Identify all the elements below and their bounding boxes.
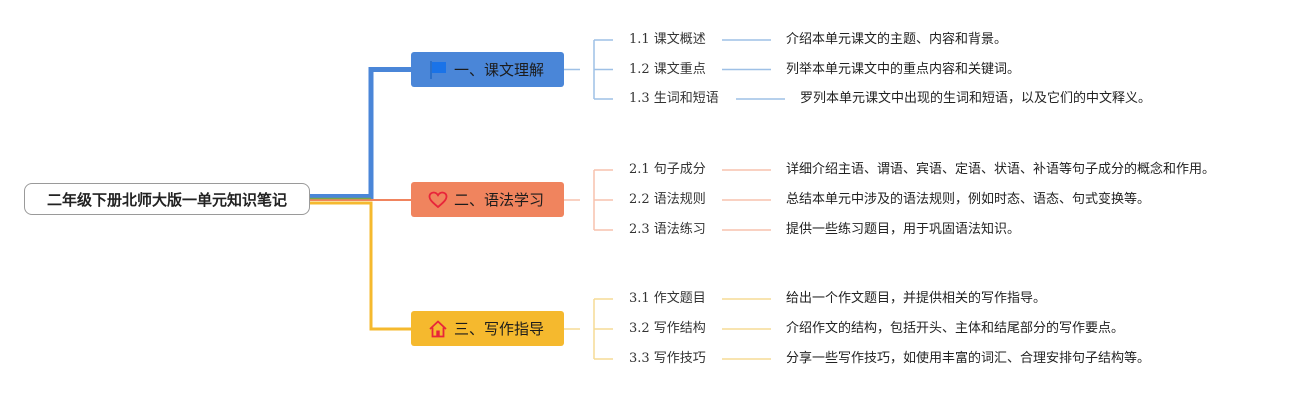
branch-label-2: 二、语法学习 <box>454 191 545 209</box>
subtopic-1-1[interactable]: 1.1 课文概述 <box>629 32 706 47</box>
subtopic-1-2[interactable]: 1.2 课文重点 <box>629 62 706 77</box>
branch-node-1[interactable]: 一、课文理解 <box>411 52 564 87</box>
description-1-1: 介绍本单元课文的主题、内容和背景。 <box>786 32 1008 47</box>
flag-icon <box>428 60 448 80</box>
connector-branch2-bracket <box>564 169 613 231</box>
connector-branch1-bracket <box>564 39 613 100</box>
subtopic-3-3[interactable]: 3.3 写作技巧 <box>629 351 706 366</box>
connector-root-branch1 <box>310 67 411 199</box>
connector-branch3-leaders <box>722 298 771 360</box>
connector-branch1-leaders <box>722 39 785 100</box>
description-1-2: 列举本单元课文中的重点内容和关键词。 <box>786 62 1021 77</box>
connector-root-branch3 <box>310 201 411 331</box>
subtopic-1-3[interactable]: 1.3 生词和短语 <box>629 91 719 106</box>
description-3-1: 给出一个作文题目，并提供相关的写作指导。 <box>786 291 1047 306</box>
root-title: 二年级下册北师大版一单元知识笔记 <box>46 190 287 209</box>
subtopic-2-1[interactable]: 2.1 句子成分 <box>629 162 706 177</box>
branch-label-3: 三、写作指导 <box>454 320 545 338</box>
subtopic-3-1[interactable]: 3.1 作文题目 <box>629 291 706 306</box>
subtopic-2-2[interactable]: 2.2 语法规则 <box>629 192 706 207</box>
branch-node-3[interactable]: 三、写作指导 <box>411 311 564 346</box>
description-3-3: 分享一些写作技巧，如使用丰富的词汇、合理安排句子结构等。 <box>786 351 1151 366</box>
heart-icon <box>428 190 448 210</box>
description-2-2: 总结本单元中涉及的语法规则，例如时态、语态、句式变换等。 <box>786 192 1151 207</box>
connector-branch2-leaders <box>722 169 771 231</box>
branch-label-1: 一、课文理解 <box>454 61 545 79</box>
root-node[interactable]: 二年级下册北师大版一单元知识笔记 <box>24 183 310 215</box>
description-2-3: 提供一些练习题目，用于巩固语法知识。 <box>786 222 1021 237</box>
subtopic-2-3[interactable]: 2.3 语法练习 <box>629 222 706 237</box>
description-2-1: 详细介绍主语、谓语、宾语、定语、状语、补语等句子成分的概念和作用。 <box>786 162 1216 177</box>
connector-branch3-bracket <box>564 298 613 360</box>
description-1-3: 罗列本单元课文中出现的生词和短语，以及它们的中文释义。 <box>800 91 1152 106</box>
branch-node-2[interactable]: 二、语法学习 <box>411 182 564 217</box>
subtopic-3-2[interactable]: 3.2 写作结构 <box>629 321 706 336</box>
house-icon <box>428 319 448 339</box>
description-3-2: 介绍作文的结构，包括开头、主体和结尾部分的写作要点。 <box>786 321 1125 336</box>
